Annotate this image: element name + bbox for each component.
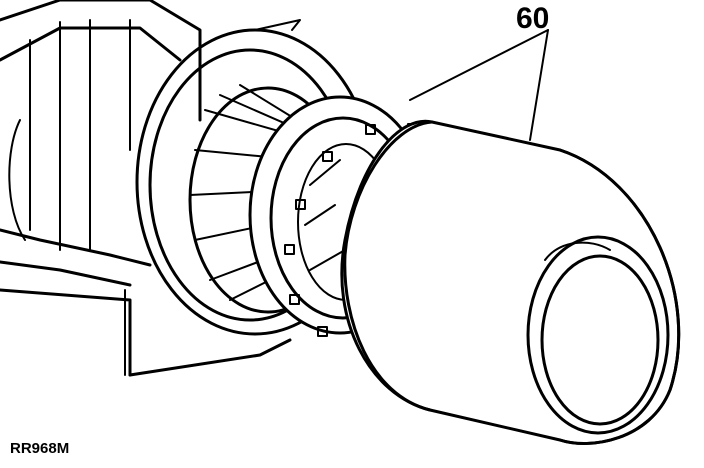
part-callout-label: 60 <box>516 2 550 35</box>
figure-reference: RR968M <box>10 440 70 457</box>
filter-element <box>340 119 681 445</box>
callout-leaders <box>409 29 549 141</box>
housing-body <box>0 0 292 377</box>
